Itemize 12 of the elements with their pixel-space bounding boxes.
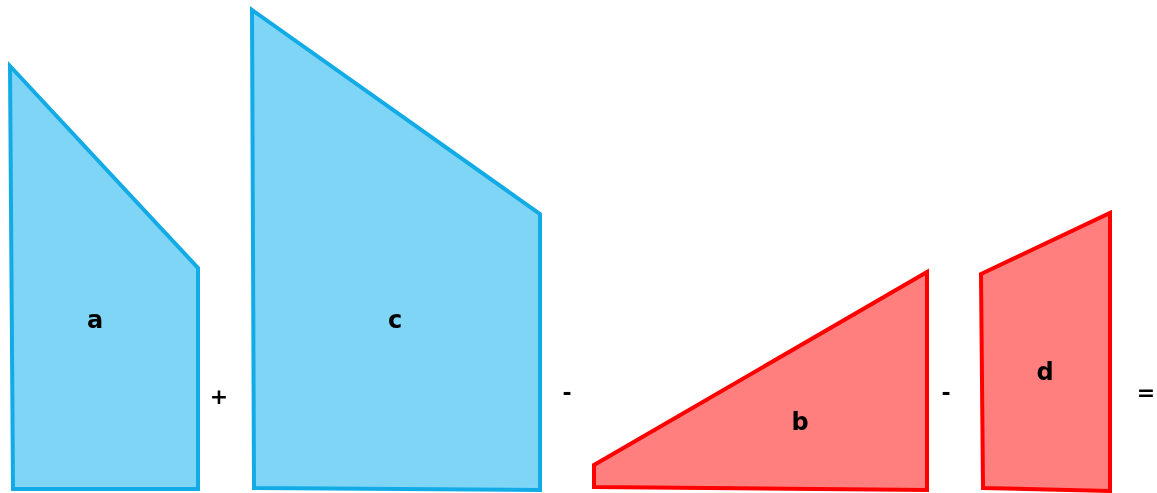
quadrilateral-shape — [250, 8, 542, 492]
shape-label: d — [1036, 360, 1054, 384]
shape-label: a — [86, 308, 104, 332]
quadrilateral-shape — [592, 270, 929, 492]
quadrilateral-shape — [8, 64, 200, 491]
quadrilateral-shape — [979, 211, 1112, 493]
operator-sign: - — [562, 382, 572, 404]
operator-sign: + — [209, 386, 229, 408]
operator-sign: - — [941, 382, 951, 404]
shape-label: c — [387, 308, 403, 332]
operator-sign: = — [1136, 382, 1156, 404]
shape-label: b — [791, 410, 809, 434]
